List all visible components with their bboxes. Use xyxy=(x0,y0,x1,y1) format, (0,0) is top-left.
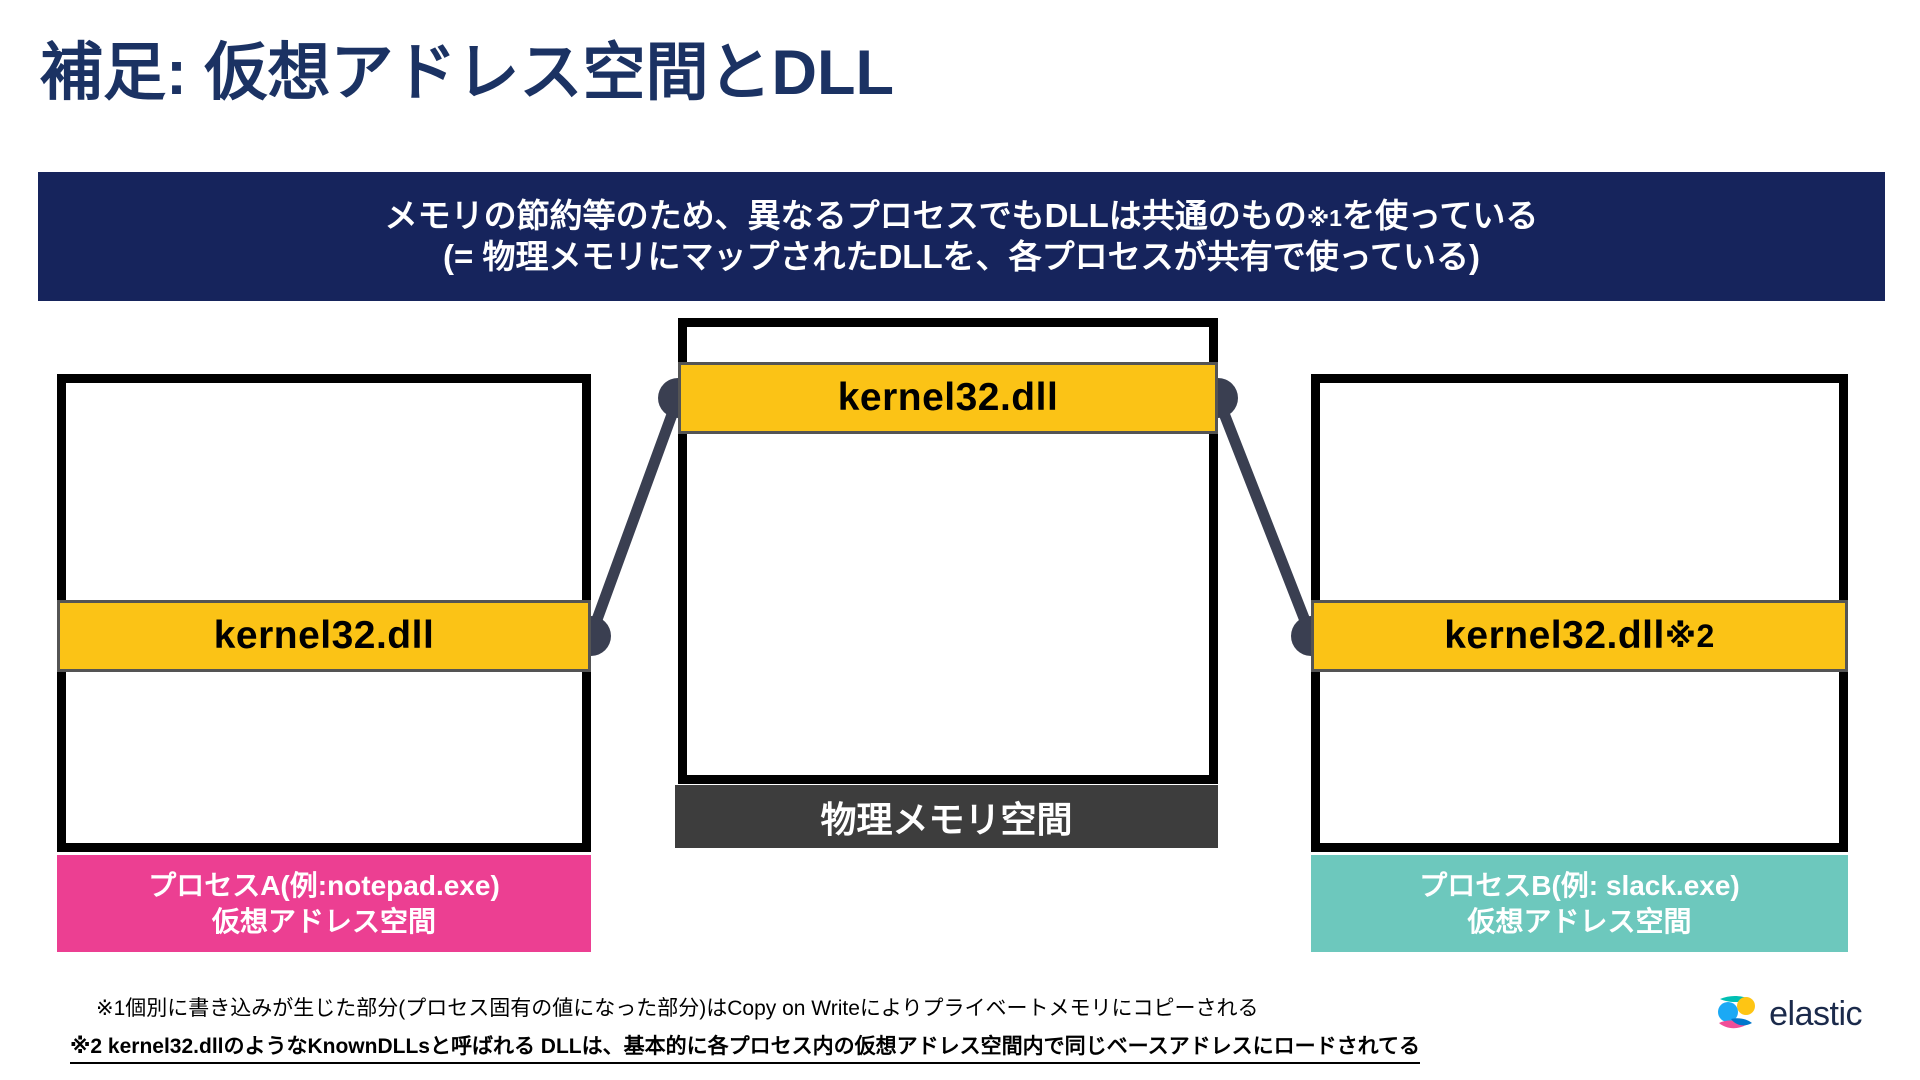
summary-banner: メモリの節約等のため、異なるプロセスでもDLLは共通のもの※1を使っている (=… xyxy=(38,172,1885,301)
process-b-dll-bar: kernel32.dll※2 xyxy=(1311,600,1848,672)
footnote-1: ※1個別に書き込みが生じた部分(プロセス固有の値になった部分)はCopy on … xyxy=(96,997,1259,1020)
physical-memory-dll-label: kernel32.dll xyxy=(837,376,1059,419)
elastic-mark-icon xyxy=(1718,996,1756,1029)
connector-right-line xyxy=(1212,392,1317,642)
footnote-2: ※2 kernel32.dllのようなKnownDLLsと呼ばれる DLLは、基… xyxy=(70,1030,1420,1064)
process-b-dll-footnote-marker: ※2 xyxy=(1664,618,1715,654)
page-title: 補足: 仮想アドレス空間とDLL xyxy=(40,38,894,108)
physical-memory-caption: 物理メモリ空間 xyxy=(675,785,1218,848)
banner-line-1-before: メモリの節約等のため、異なるプロセスでもDLLは共通のもの xyxy=(384,197,1307,235)
process-b-caption-line-2: 仮想アドレス空間 xyxy=(1467,905,1692,937)
banner-line-2: (= 物理メモリにマップされたDLLを、各プロセスが共有で使っている) xyxy=(443,237,1480,275)
process-a-dll-label: kernel32.dll xyxy=(213,614,435,657)
process-a-caption-line-2: 仮想アドレス空間 xyxy=(211,905,436,937)
connector-left-line xyxy=(585,392,684,642)
process-b-caption: プロセスB(例: slack.exe) 仮想アドレス空間 xyxy=(1311,855,1848,952)
process-a-caption: プロセスA(例:notepad.exe) 仮想アドレス空間 xyxy=(57,855,591,952)
banner-line-1: メモリの節約等のため、異なるプロセスでもDLLは共通のもの※1を使っている xyxy=(385,196,1539,236)
process-b-caption-line-1: プロセスB(例: slack.exe) xyxy=(1419,869,1740,901)
elastic-logo-text: elastic xyxy=(1769,994,1862,1033)
elastic-logo: elastic xyxy=(1715,993,1862,1035)
process-b-dll-label: kernel32.dll xyxy=(1444,614,1665,657)
banner-line-1-after: を使っている xyxy=(1341,197,1539,235)
physical-memory-dll-bar: kernel32.dll xyxy=(678,362,1218,434)
process-a-caption-line-1: プロセスA(例:notepad.exe) xyxy=(148,869,500,901)
banner-footnote-marker-1: ※1 xyxy=(1306,205,1342,232)
process-a-dll-bar: kernel32.dll xyxy=(57,600,591,672)
